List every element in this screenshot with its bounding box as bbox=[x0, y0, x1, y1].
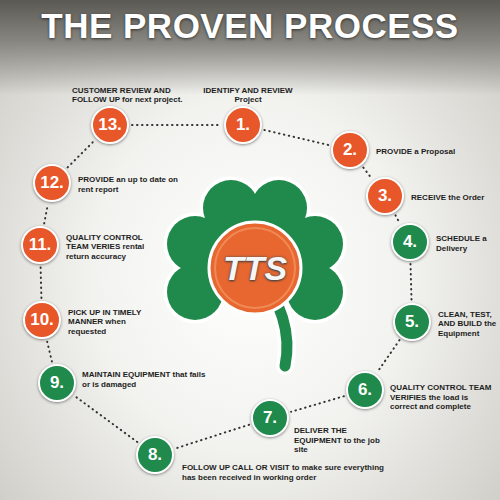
step-label: DELIVER THE EQUIPMENT to the job site bbox=[294, 426, 386, 455]
step-number: 4. bbox=[393, 225, 427, 259]
step-number: 12. bbox=[35, 166, 69, 200]
step-number: 1. bbox=[226, 108, 260, 142]
step-circle: 13.CUSTOMER REVIEW AND FOLLOW UP for nex… bbox=[91, 106, 129, 144]
step-label: QUALITY CONTROL TEAM VERIFIES the load i… bbox=[390, 383, 497, 412]
step-label: CUSTOMER REVIEW AND FOLLOW UP for next p… bbox=[72, 86, 184, 105]
step-label: QUALITY CONTROL TEAM VERIES rental retur… bbox=[66, 233, 161, 262]
ring-connector bbox=[40, 267, 43, 298]
step-number: 8. bbox=[138, 438, 172, 472]
step-circle: 1.IDENTIFY AND REVIEW Project bbox=[224, 106, 262, 144]
step-number: 10. bbox=[25, 303, 59, 337]
step-label: RECEIVE the Order bbox=[411, 193, 497, 203]
step-label: CLEAN, TEST, AND BUILD the Equipment bbox=[438, 310, 498, 339]
ring-connector bbox=[68, 141, 95, 168]
step-circle: 10.PICK UP IN TIMELY MANNER when request… bbox=[23, 301, 61, 339]
step-label: PICK UP IN TIMELY MANNER when requested bbox=[68, 308, 158, 337]
step-circle: 11.QUALITY CONTROL TEAM VERIES rental re… bbox=[21, 226, 59, 264]
step-circle: 9.MAINTAIN EQUIPMENT that fails or is da… bbox=[38, 364, 76, 402]
title: THE PROVEN PROCESS bbox=[0, 6, 500, 46]
step-label: PROVIDE a Proposal bbox=[376, 147, 486, 157]
step-label: SCHEDULE a Delivery bbox=[436, 234, 498, 253]
step-label: PROVIDE an up to date on rent report bbox=[78, 175, 188, 194]
ring-connector bbox=[396, 215, 400, 222]
ring-connector bbox=[411, 264, 412, 300]
step-circle: 7.DELIVER THE EQUIPMENT to the job site bbox=[251, 399, 289, 437]
step-number: 3. bbox=[368, 179, 402, 213]
step-number: 11. bbox=[23, 228, 57, 262]
ring-connector bbox=[291, 396, 344, 412]
ring-connector bbox=[363, 168, 371, 179]
step-circle: 8.FOLLOW UP CALL OR VISIT to make sure e… bbox=[136, 436, 174, 474]
step-number: 13. bbox=[93, 108, 127, 142]
step-label: MAINTAIN EQUIPMENT that fails or is dama… bbox=[82, 370, 207, 389]
ring-connector bbox=[47, 341, 52, 361]
step-circle: 4.SCHEDULE a Delivery bbox=[391, 223, 429, 261]
step-circle: 6.QUALITY CONTROL TEAM VERIFIES the load… bbox=[346, 371, 384, 409]
step-circle: 3.RECEIVE the Order bbox=[366, 177, 404, 215]
step-number: 7. bbox=[253, 401, 287, 435]
step-number: 6. bbox=[348, 373, 382, 407]
step-number: 9. bbox=[40, 366, 74, 400]
step-number: 5. bbox=[395, 305, 429, 339]
ring-connector bbox=[75, 396, 138, 442]
step-circle: 2.PROVIDE a Proposal bbox=[331, 131, 369, 169]
ring-connector bbox=[378, 340, 400, 372]
step-circle: 5.CLEAN, TEST, AND BUILD the Equipment bbox=[393, 303, 431, 341]
step-circle: 12.PROVIDE an up to date on rent report bbox=[33, 164, 71, 202]
ring-connector bbox=[264, 130, 328, 145]
step-label: FOLLOW UP CALL OR VISIT to make sure eve… bbox=[182, 463, 387, 482]
ring-connector bbox=[176, 425, 249, 449]
logo-text: TTS bbox=[223, 249, 287, 288]
ring-connector bbox=[132, 124, 221, 126]
step-label: IDENTIFY AND REVIEW Project bbox=[192, 86, 304, 105]
step-number: 2. bbox=[333, 133, 367, 167]
ring-connector bbox=[44, 205, 48, 224]
